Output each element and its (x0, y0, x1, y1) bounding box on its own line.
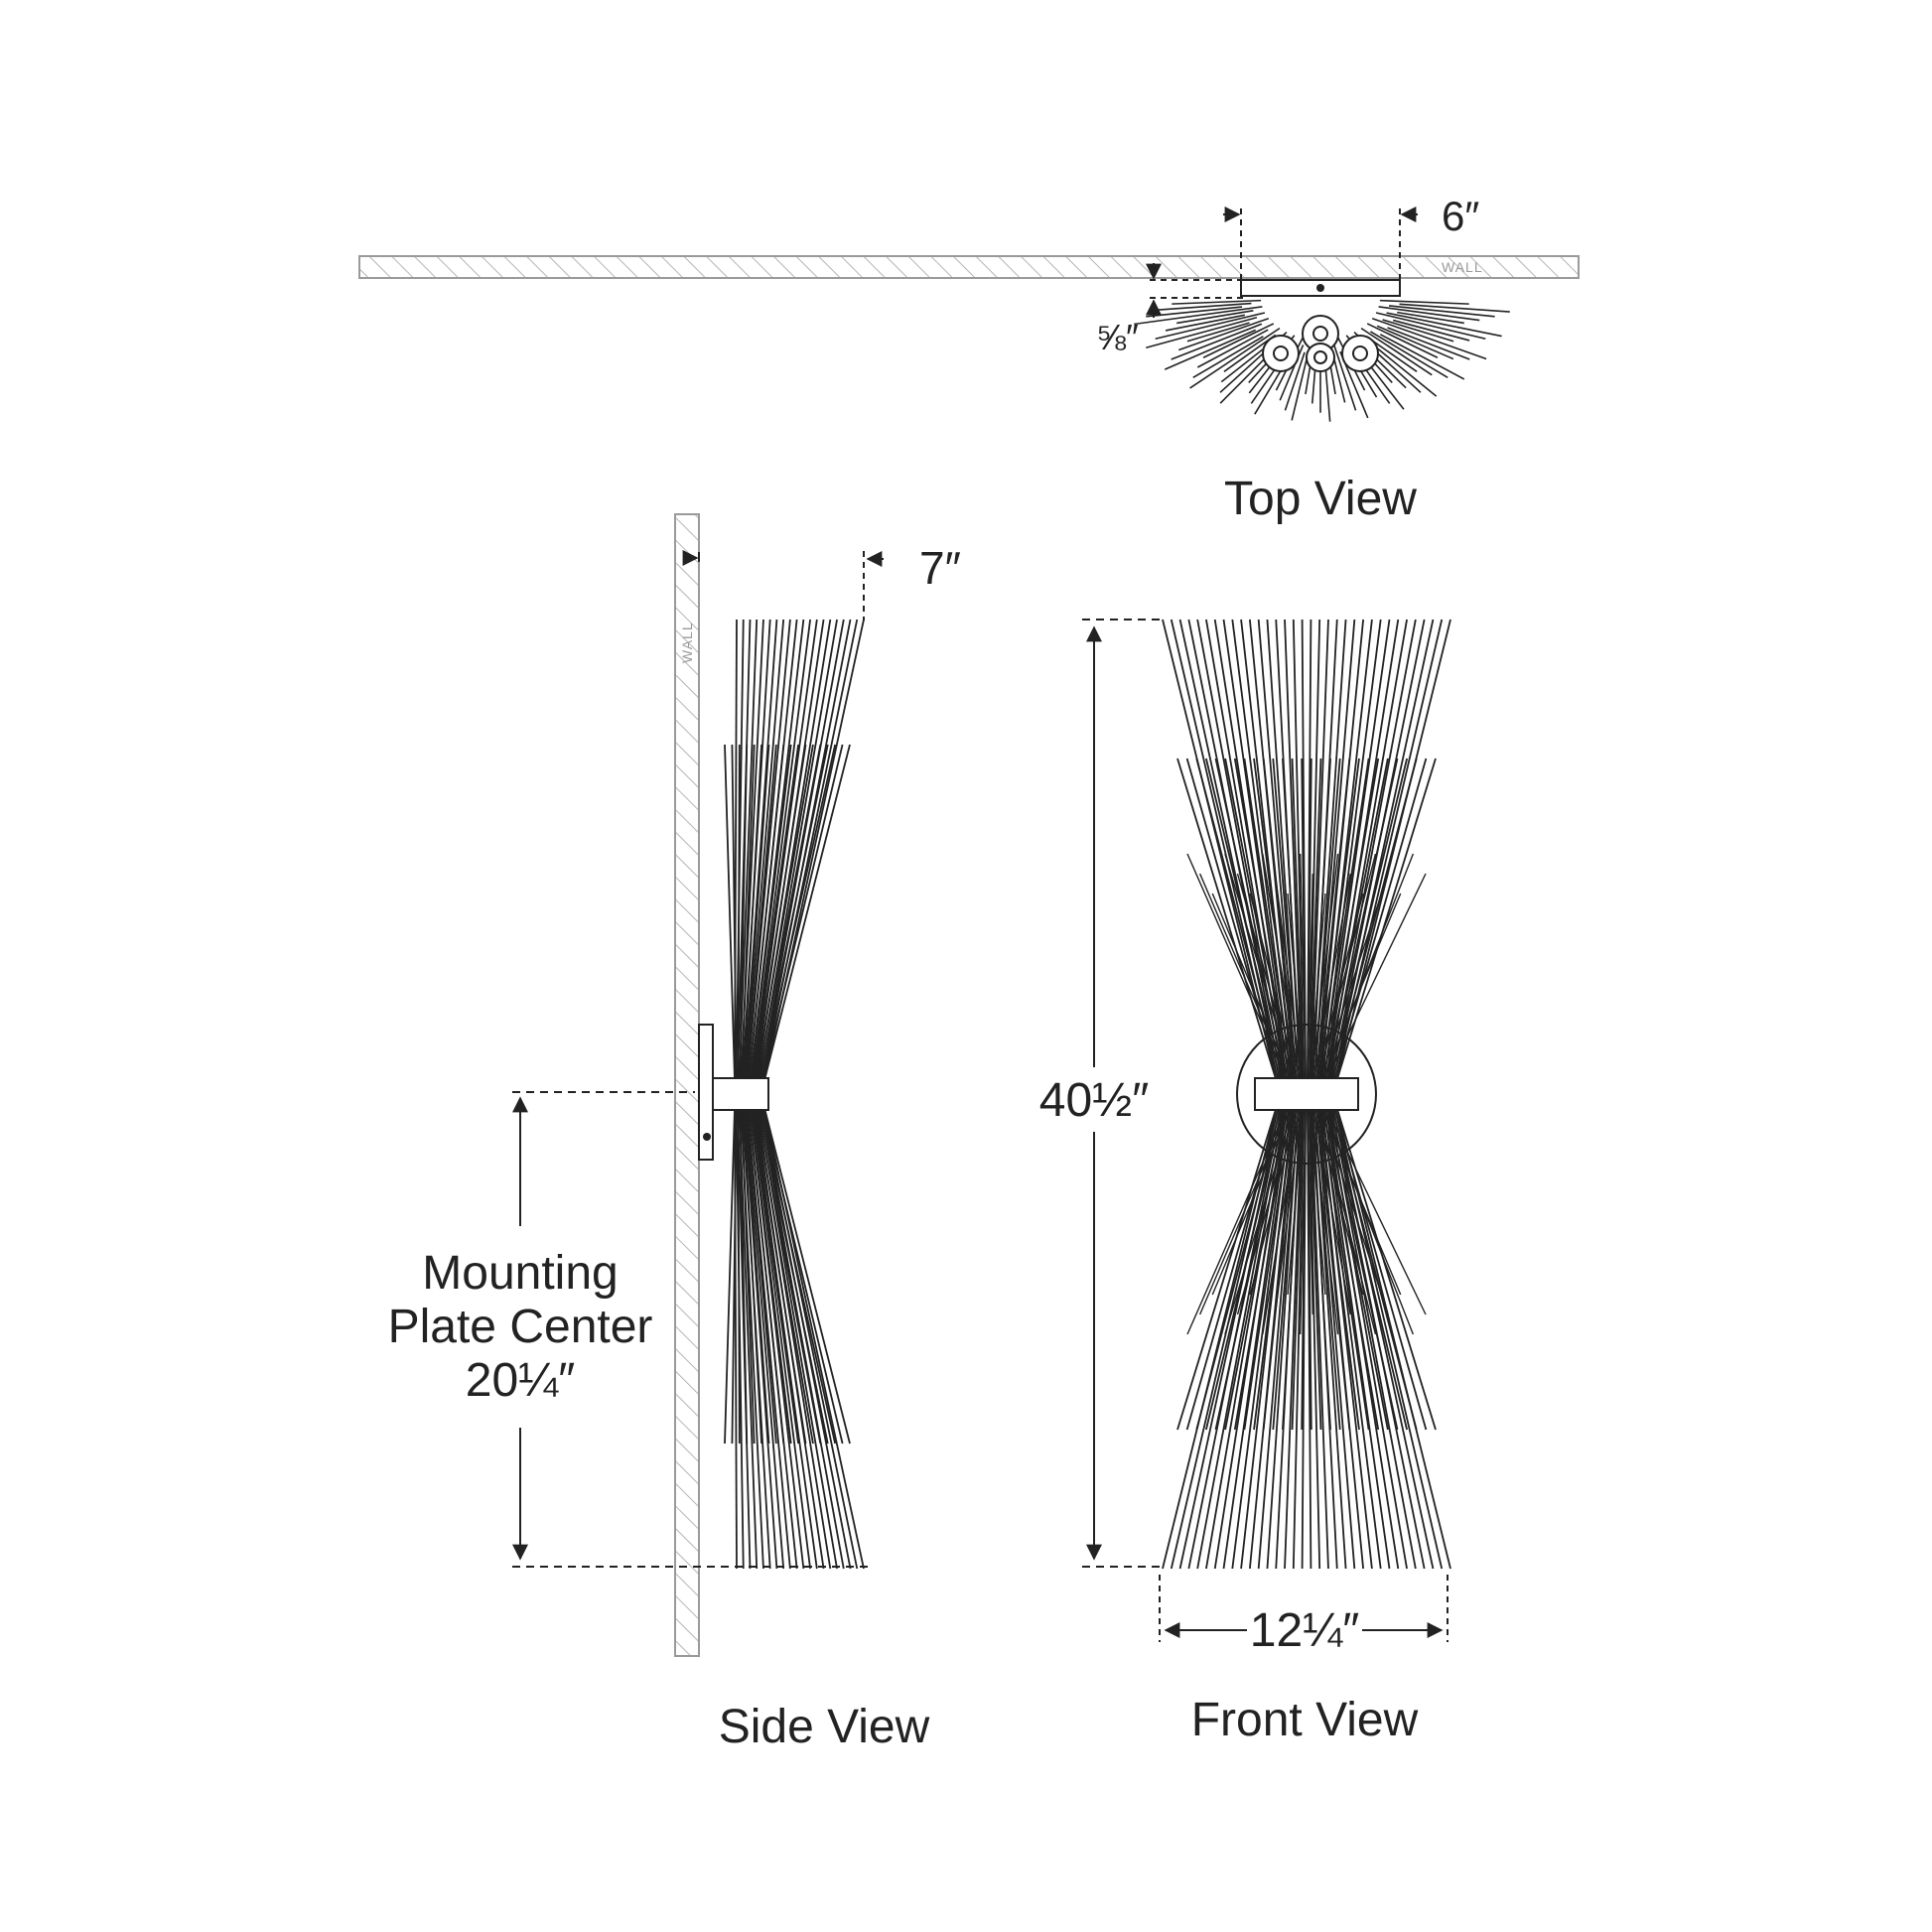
top-view-title: Top View (1224, 473, 1417, 525)
top-view-wall (358, 255, 1580, 279)
mounting-label-line2: Plate Center (388, 1301, 653, 1353)
width-dimension: 12¼″ (1250, 1604, 1359, 1657)
side-view-title: Side View (719, 1701, 930, 1753)
front-view-band (1254, 1077, 1359, 1111)
mounting-dimension: 20¼″ (466, 1354, 575, 1407)
side-view-rods (724, 619, 865, 1570)
side-view-wall-label: WALL (679, 621, 695, 663)
front-view: 40½″ 12¼″ Front View (1039, 619, 1451, 1746)
top-depth-dimension: 6″ (1442, 193, 1479, 239)
front-view-title: Front View (1191, 1694, 1419, 1746)
front-view-rods (1162, 619, 1451, 1570)
plate-dimension: ⅝″ (1096, 317, 1139, 357)
height-dimension: 40½″ (1039, 1074, 1149, 1127)
side-view-wall (674, 513, 700, 1657)
mounting-label-line1: Mounting (422, 1247, 618, 1300)
top-view-bulbs (1262, 315, 1379, 372)
side-depth-dimension: 7″ (919, 542, 961, 594)
top-view: WALL 6″ ⅝″ Top View (358, 193, 1580, 525)
top-view-wall-label: WALL (1442, 259, 1483, 275)
side-view: WALL 7″ Mounting Plate Center 20¼″ Side … (388, 513, 961, 1753)
side-view-band (712, 1077, 769, 1111)
front-view-backplate (1236, 1024, 1377, 1165)
top-view-rod-fan (1134, 299, 1510, 422)
